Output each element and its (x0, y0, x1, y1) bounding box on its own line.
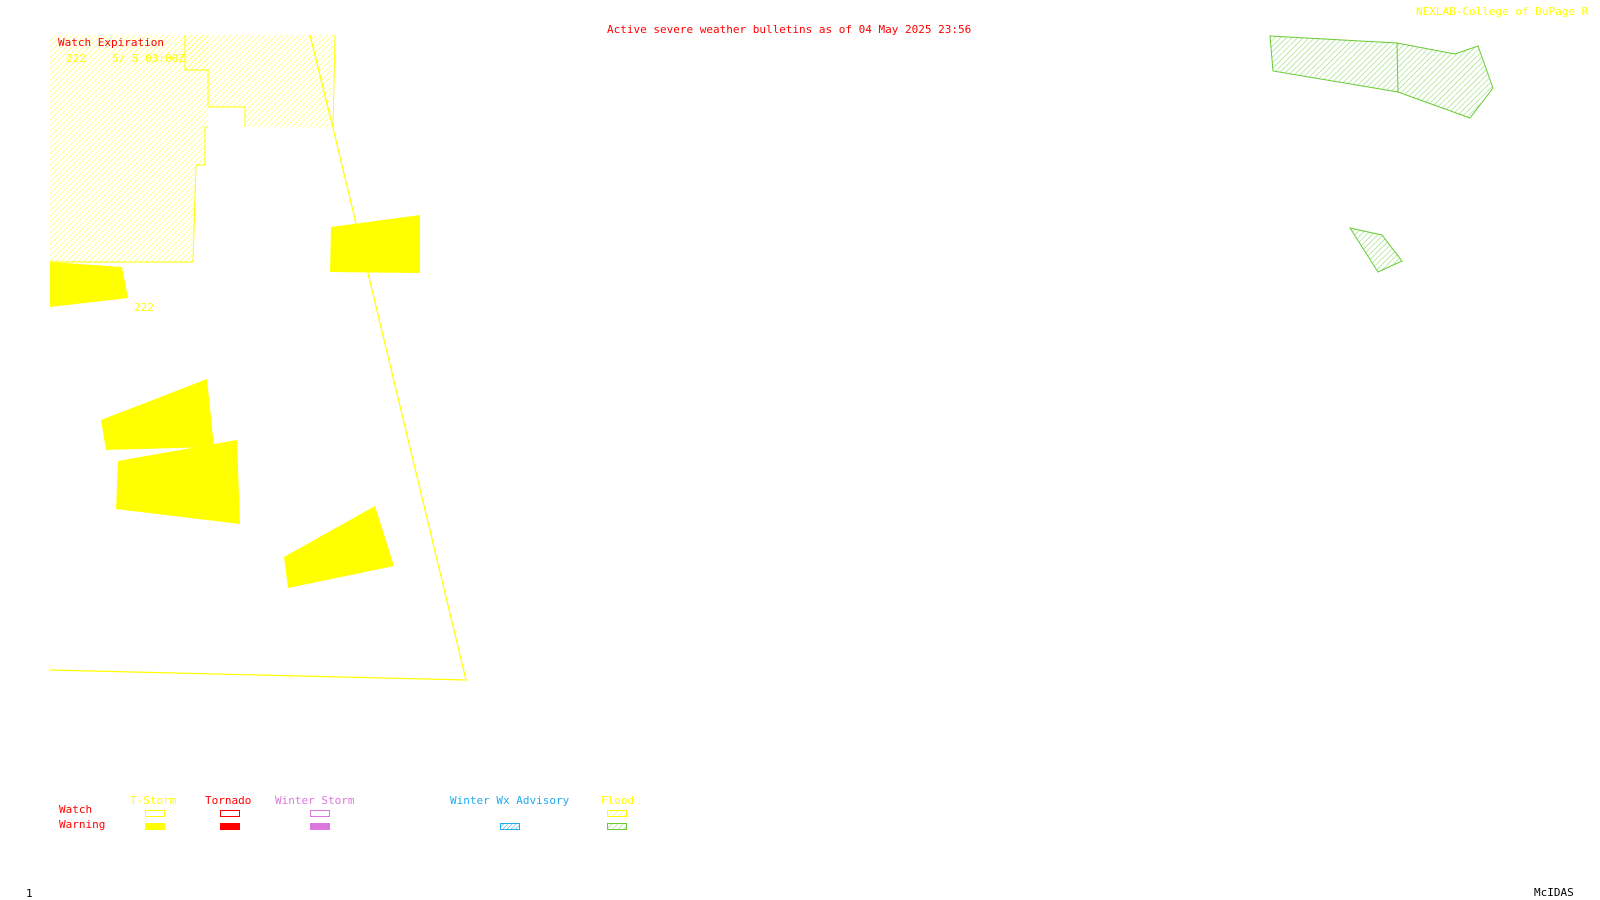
watch-expiration-heading: Watch Expiration (58, 36, 164, 49)
legend-col-tstorm: T-Storm (130, 794, 177, 807)
credit-label: NEXLAB-College of DuPage R (1416, 5, 1589, 18)
legend-row-warning: Warning (59, 818, 106, 831)
tstorm-warning-swatch (145, 823, 165, 830)
flood-warning-swatch (607, 823, 627, 830)
winter-advisory-swatch (500, 823, 520, 830)
flood-watch-area-west (50, 35, 208, 262)
flood-watch-border (184, 35, 246, 127)
legend-col-winter-advisory: Winter Wx Advisory (450, 794, 570, 807)
flood-warning-divider (1396, 42, 1399, 93)
tornado-watch-swatch (220, 810, 240, 817)
software-label: McIDAS (1534, 886, 1574, 899)
legend-col-flood: Flood (601, 794, 635, 807)
bulletin-title: Active severe weather bulletins as of 04… (607, 23, 972, 36)
tstorm-watch-swatch (145, 810, 165, 817)
watch-222-edge (332, 34, 336, 129)
legend-col-tornado: Tornado (205, 794, 252, 807)
flood-warning-1 (1269, 35, 1494, 119)
tstorm-warning-1 (330, 215, 420, 273)
legend-col-winter-storm: Winter Storm (275, 794, 355, 807)
watch-expiration-time: 5/ 5 03:00Z (112, 52, 185, 65)
tstorm-warning-5 (284, 506, 394, 588)
watch-222-outline (49, 34, 467, 681)
tstorm-warning-2 (50, 262, 128, 307)
tstorm-warning-4 (116, 440, 240, 524)
tornado-warning-swatch (220, 823, 240, 830)
watch-number-map-label: 222 (134, 301, 154, 314)
winter-storm-warning-swatch (310, 823, 330, 830)
flood-watch-swatch (607, 810, 627, 817)
flood-warning-2 (1348, 227, 1403, 273)
winter-storm-watch-swatch (310, 810, 330, 817)
legend-row-watch: Watch (59, 803, 93, 816)
frame-number: 1 (26, 887, 33, 900)
tstorm-warning-3 (101, 379, 214, 450)
flood-watch-area (50, 35, 333, 128)
flood-watch-border-west (50, 126, 208, 263)
watch-number-label: 222 (66, 52, 86, 65)
